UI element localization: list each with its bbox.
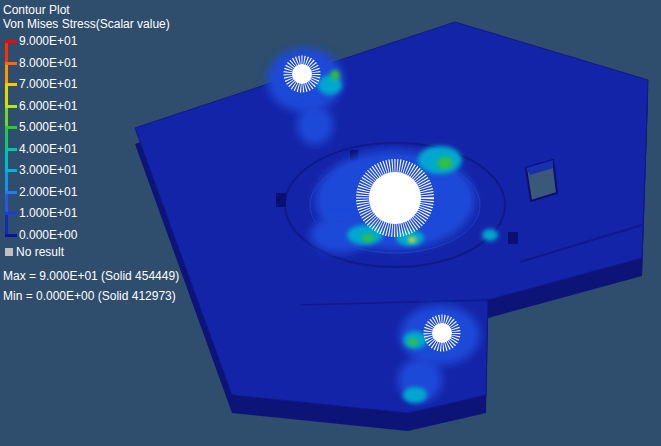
step-edge <box>520 225 642 262</box>
legend-swatch <box>5 212 17 215</box>
cutout <box>276 193 286 207</box>
legend-swatch <box>5 148 17 151</box>
legend-label: No result <box>16 245 64 259</box>
legend-swatch <box>5 126 17 129</box>
legend-label: 8.000E+01 <box>19 56 77 70</box>
legend-swatch <box>5 62 17 65</box>
slot-hole <box>526 160 557 201</box>
legend-swatch <box>5 40 17 43</box>
rbe-spider <box>288 60 456 347</box>
legend-label: 3.000E+01 <box>19 163 77 177</box>
legend-label: 7.000E+01 <box>19 77 77 91</box>
max-value: Max = 9.000E+01 (Solid 454449) <box>3 269 179 283</box>
result-type: Von Mises Stress(Scalar value) <box>3 17 170 31</box>
legend-label: 6.000E+01 <box>19 99 77 113</box>
min-value: Min = 0.000E+00 (Solid 412973) <box>3 289 176 303</box>
legend-swatch <box>5 248 13 256</box>
legend-label: 9.000E+01 <box>19 34 77 48</box>
cutout <box>508 232 518 244</box>
step-edge <box>300 300 488 305</box>
legend-swatch <box>5 105 17 108</box>
legend-label: 4.000E+01 <box>19 142 77 156</box>
legend-swatch <box>5 234 17 237</box>
legend-swatch <box>5 191 17 194</box>
legend-label: 5.000E+01 <box>19 120 77 134</box>
color-bar <box>5 41 8 234</box>
plot-title: Contour Plot <box>3 3 70 17</box>
plate-top <box>135 22 648 413</box>
stress-patches <box>267 48 498 403</box>
legend-swatch <box>5 169 17 172</box>
legend-label: 2.000E+01 <box>19 185 77 199</box>
legend-label: 1.000E+01 <box>19 206 77 220</box>
slot-wall <box>526 160 553 175</box>
legend-label: 0.000E+00 <box>19 228 77 242</box>
bore-outline <box>285 143 505 267</box>
legend-swatch <box>5 83 17 86</box>
